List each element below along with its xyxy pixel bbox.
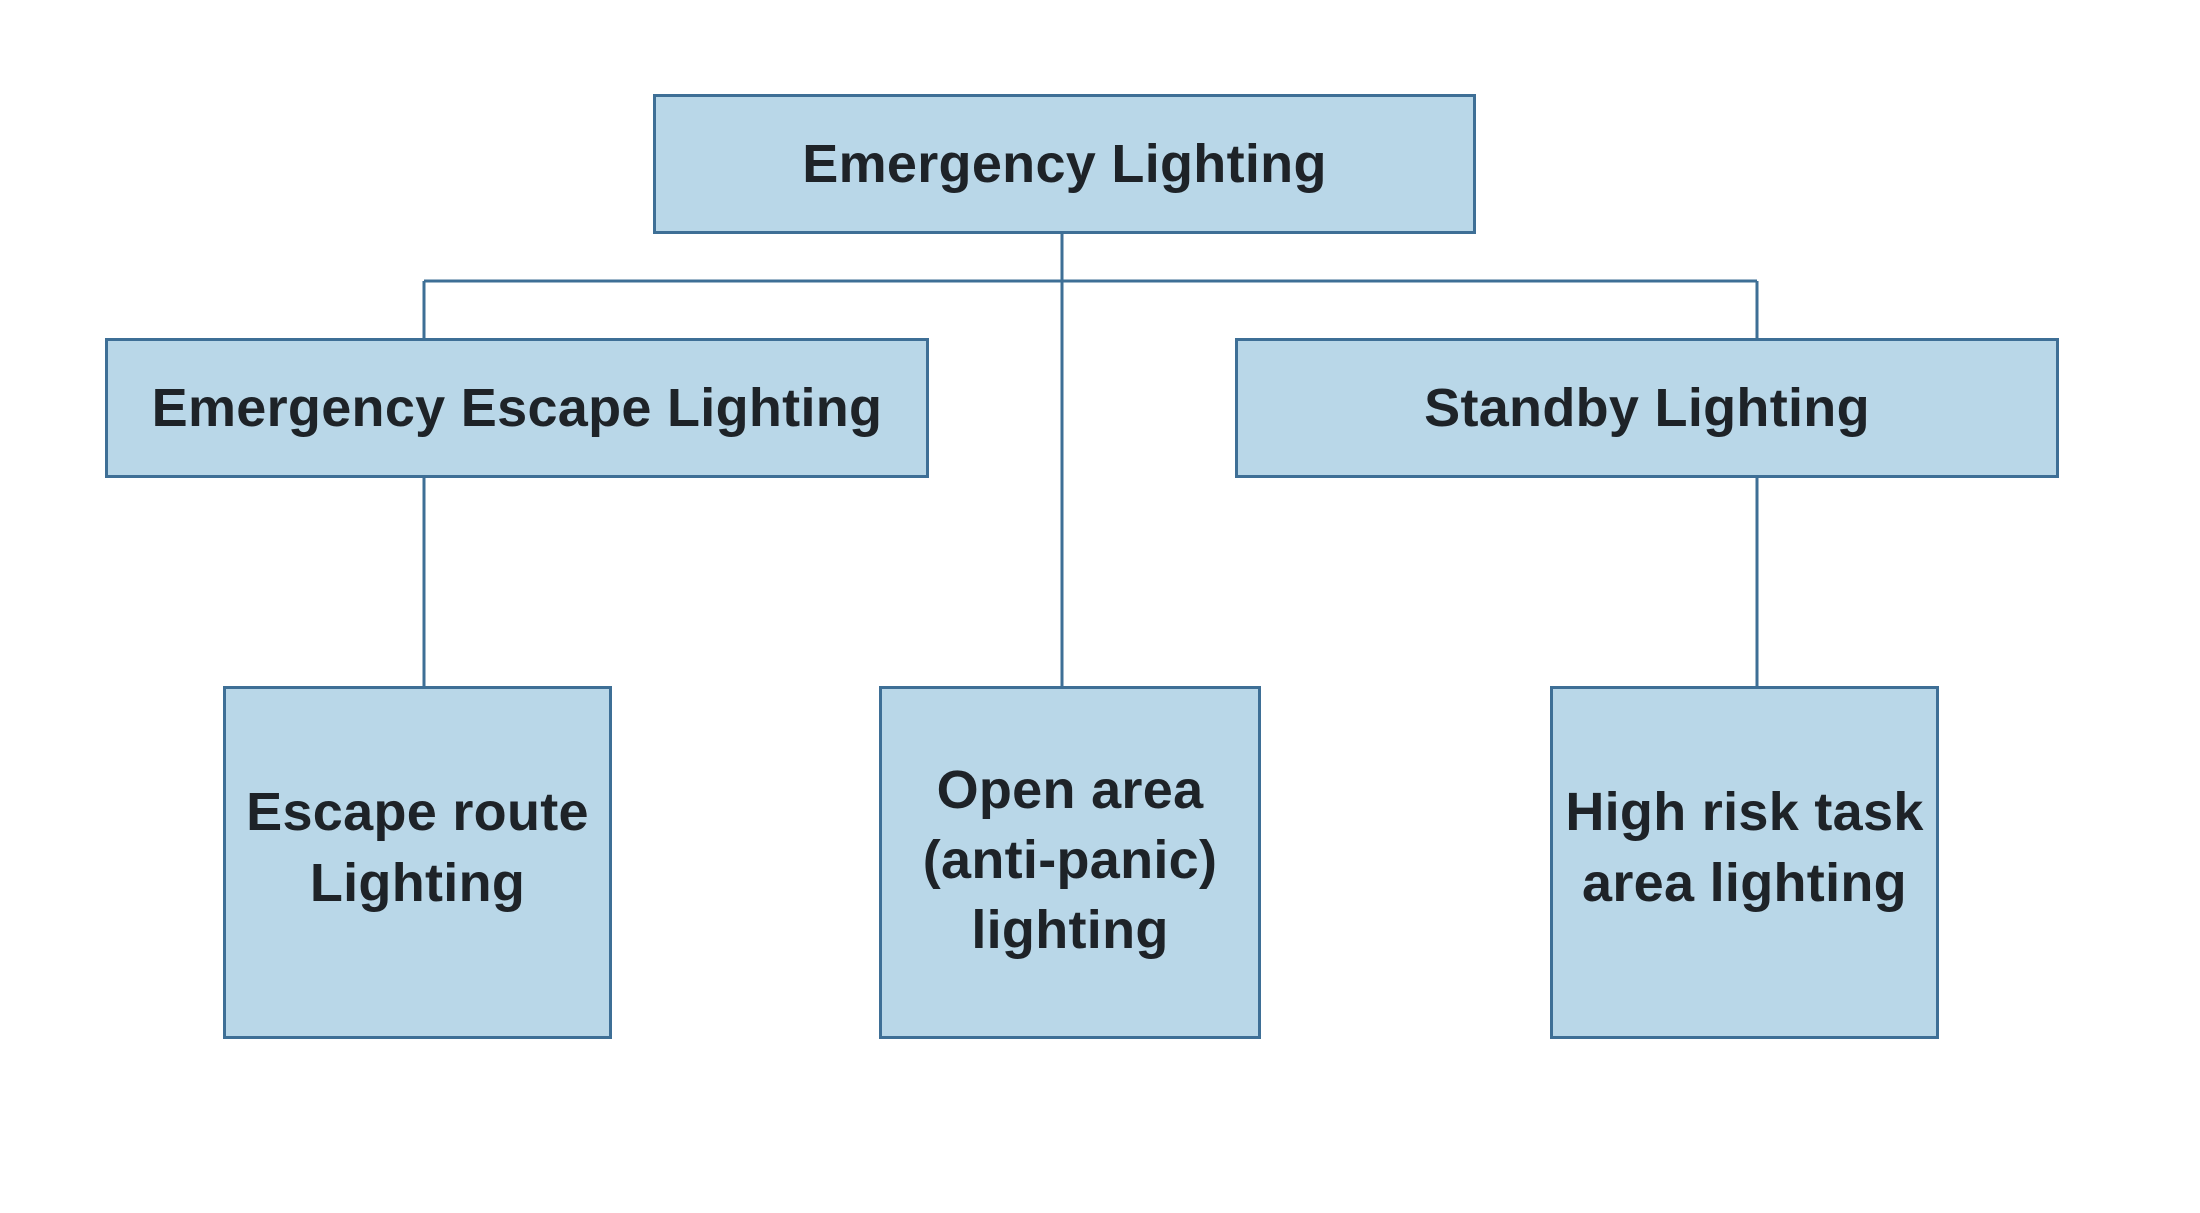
node-open-area-lighting: Open area (anti-panic) lighting — [879, 686, 1261, 1039]
node-label-line: (anti-panic) — [922, 829, 1218, 890]
node-label-group: Escape route Lighting — [246, 777, 589, 917]
node-label: Emergency Escape Lighting — [151, 377, 883, 438]
node-label-line: area lighting — [1582, 852, 1907, 913]
node-label-group: High risk task area lighting — [1565, 777, 1923, 917]
node-label: Standby Lighting — [1424, 377, 1870, 438]
node-label-line: Lighting — [309, 852, 526, 913]
node-label: Emergency Lighting — [802, 133, 1327, 194]
node-label-group: Open area (anti-panic) lighting — [923, 755, 1218, 966]
node-emergency-escape-lighting: Emergency Escape Lighting — [105, 338, 929, 478]
node-high-risk-task-lighting: High risk task area lighting — [1550, 686, 1939, 1039]
node-emergency-lighting: Emergency Lighting — [653, 94, 1476, 234]
node-standby-lighting: Standby Lighting — [1235, 338, 2059, 478]
node-label-line: lighting — [971, 900, 1169, 961]
node-label-line: High risk task — [1565, 782, 1924, 843]
node-label-line: Escape route — [246, 782, 589, 843]
node-label-line: Open area — [936, 759, 1204, 820]
node-escape-route-lighting: Escape route Lighting — [223, 686, 612, 1039]
